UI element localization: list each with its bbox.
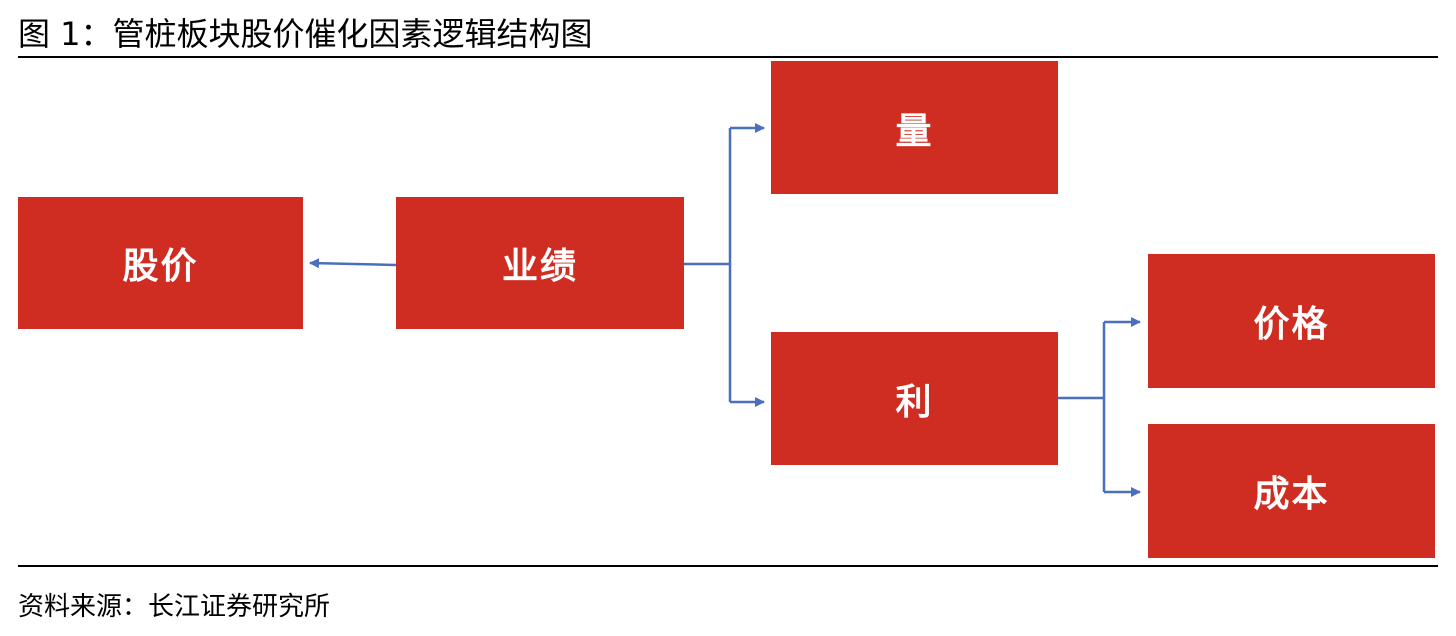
node-volume: 量 <box>771 61 1058 194</box>
bottom-rule <box>18 565 1438 567</box>
node-performance: 业绩 <box>396 197 684 329</box>
node-stock-price: 股价 <box>18 197 303 329</box>
node-cost: 成本 <box>1148 424 1435 558</box>
source-note: 资料来源：长江证券研究所 <box>18 592 331 622</box>
figure-title: 图 1：管桩板块股价催化因素逻辑结构图 <box>18 15 593 53</box>
top-rule <box>18 56 1438 58</box>
edge-performance-to-stock-price <box>309 258 397 269</box>
node-price: 价格 <box>1148 254 1435 388</box>
node-profit: 利 <box>771 332 1058 465</box>
